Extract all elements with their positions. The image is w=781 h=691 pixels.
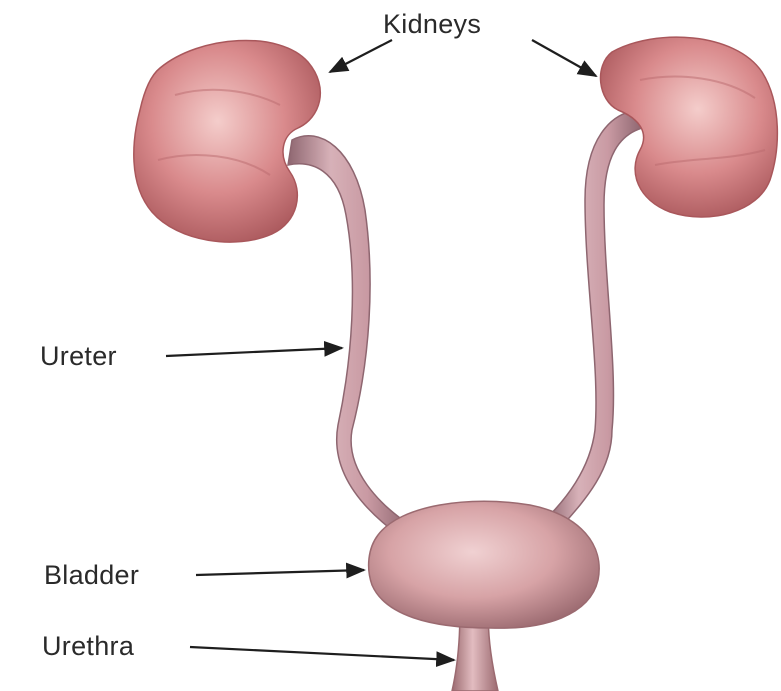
bladder	[369, 501, 600, 628]
left-ureter	[288, 136, 410, 530]
label-bladder: Bladder	[44, 560, 139, 590]
right-ureter	[545, 110, 642, 526]
urethra-leader	[190, 647, 454, 660]
label-ureter: Ureter	[40, 341, 117, 371]
label-kidneys: Kidneys	[383, 9, 481, 39]
bladder-leader	[196, 570, 364, 575]
label-urethra: Urethra	[42, 631, 135, 661]
kidneys-right-leader	[532, 40, 596, 76]
ureter-leader	[166, 348, 342, 356]
kidneys-left-leader	[330, 40, 392, 72]
